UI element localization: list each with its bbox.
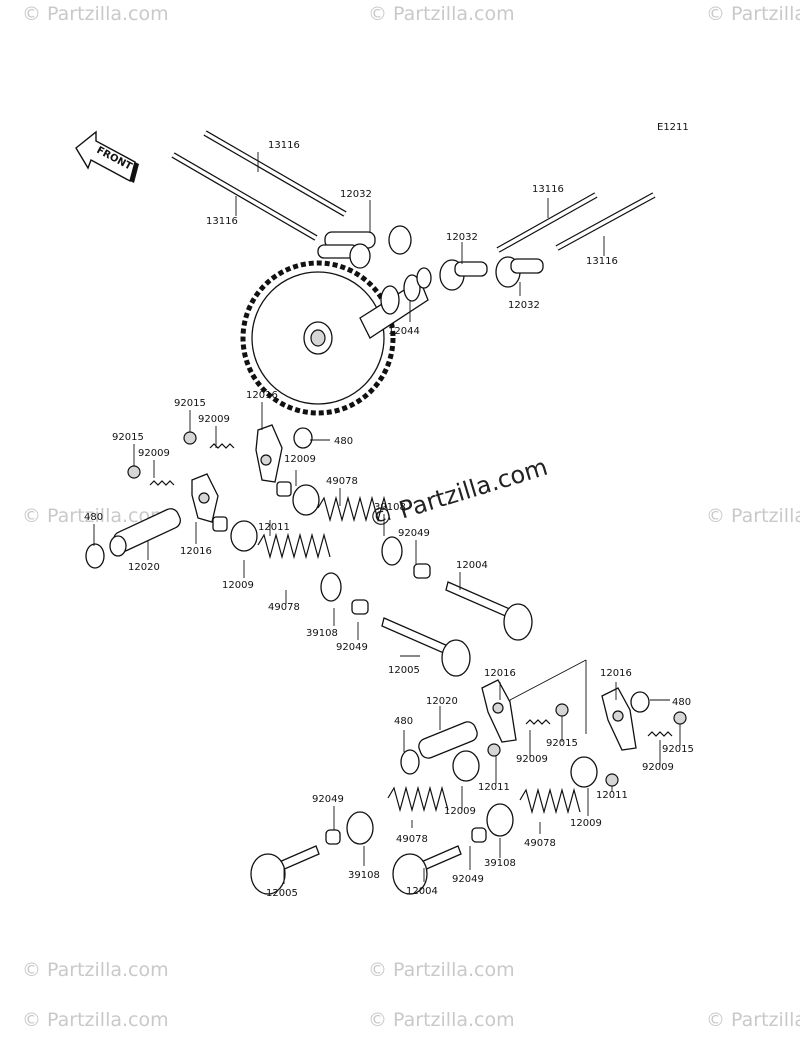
watermark: © Partzilla.com <box>706 1009 800 1031</box>
part-label: 92015 <box>662 744 694 755</box>
part-label: 49078 <box>396 834 428 845</box>
part-label: 12005 <box>388 665 420 676</box>
part-label: 39108 <box>484 858 516 869</box>
rocker-assembly-upper <box>85 424 320 569</box>
part-label: 92049 <box>398 528 430 539</box>
part-label: 480 <box>394 716 413 727</box>
part-label: 39108 <box>306 628 338 639</box>
part-label: 92015 <box>112 432 144 443</box>
watermark: © Partzilla.com <box>368 959 515 981</box>
part-label: 92015 <box>546 738 578 749</box>
tappets <box>317 225 544 291</box>
camshaft-gear <box>240 260 432 416</box>
valves-lower <box>250 845 462 895</box>
watermark: © Partzilla.com <box>22 959 169 981</box>
leader-lines <box>93 152 681 884</box>
part-label: 49078 <box>326 476 358 487</box>
diagram-code: E1211 <box>657 122 689 133</box>
part-label: 13116 <box>268 140 300 151</box>
part-label: 12032 <box>508 300 540 311</box>
watermark: © Partzilla.com <box>706 3 800 25</box>
part-label: 12016 <box>180 546 212 557</box>
part-label: 12009 <box>284 454 316 465</box>
valves-upper <box>381 581 533 677</box>
watermarks: © Partzilla.com © Partzilla.com © Partzi… <box>22 3 800 1031</box>
part-label: 480 <box>84 512 103 523</box>
part-labels: 13116 13116 12032 12032 12032 13116 1311… <box>84 140 694 899</box>
watermark: © Partzilla.com <box>22 3 169 25</box>
push-rods <box>171 130 656 253</box>
part-label: 39108 <box>348 870 380 881</box>
part-label: 92015 <box>174 398 206 409</box>
watermark: © Partzilla.com <box>22 1009 169 1031</box>
part-label: 12009 <box>570 818 602 829</box>
part-label: 92049 <box>452 874 484 885</box>
part-label: 92009 <box>138 448 170 459</box>
part-label: 92009 <box>642 762 674 773</box>
part-label: 12004 <box>456 560 488 571</box>
part-label: 12016 <box>484 668 516 679</box>
part-label: 12020 <box>128 562 160 573</box>
part-label: 49078 <box>268 602 300 613</box>
part-label: 39108 <box>374 502 406 513</box>
part-label: 12009 <box>222 580 254 591</box>
part-label: 12011 <box>478 782 510 793</box>
part-label: 12044 <box>388 326 420 337</box>
valve-springs-upper <box>257 495 431 615</box>
watermark: © Partzilla.com <box>368 1009 515 1031</box>
part-label: 12020 <box>426 696 458 707</box>
bracket-lines <box>509 659 587 734</box>
rocker-assembly-lower <box>400 679 687 788</box>
part-label: 12004 <box>406 886 438 897</box>
part-label: 92049 <box>312 794 344 805</box>
part-label: 92009 <box>198 414 230 425</box>
part-label: 480 <box>672 697 691 708</box>
front-arrow-icon: FRONT <box>75 130 139 183</box>
watermark: © Partzilla.com <box>368 3 515 25</box>
part-label: 12016 <box>246 390 278 401</box>
part-label: 12032 <box>446 232 478 243</box>
watermark: © Partzilla.com <box>706 505 800 527</box>
part-label: 12009 <box>444 806 476 817</box>
part-label: 12011 <box>258 522 290 533</box>
part-label: 92009 <box>516 754 548 765</box>
part-label: 12016 <box>600 668 632 679</box>
part-label: 92049 <box>336 642 368 653</box>
part-label: 12011 <box>596 790 628 801</box>
center-watermark: © Partzilla.com <box>366 453 551 534</box>
watermark: © Partzilla.com <box>22 505 169 527</box>
part-label: 12005 <box>266 888 298 899</box>
part-label: 12032 <box>340 189 372 200</box>
part-label: 13116 <box>532 184 564 195</box>
valve-springs-lower <box>325 785 581 845</box>
part-label: 13116 <box>586 256 618 267</box>
part-label: 49078 <box>524 838 556 849</box>
part-label: 13116 <box>206 216 238 227</box>
part-label: 480 <box>334 436 353 447</box>
